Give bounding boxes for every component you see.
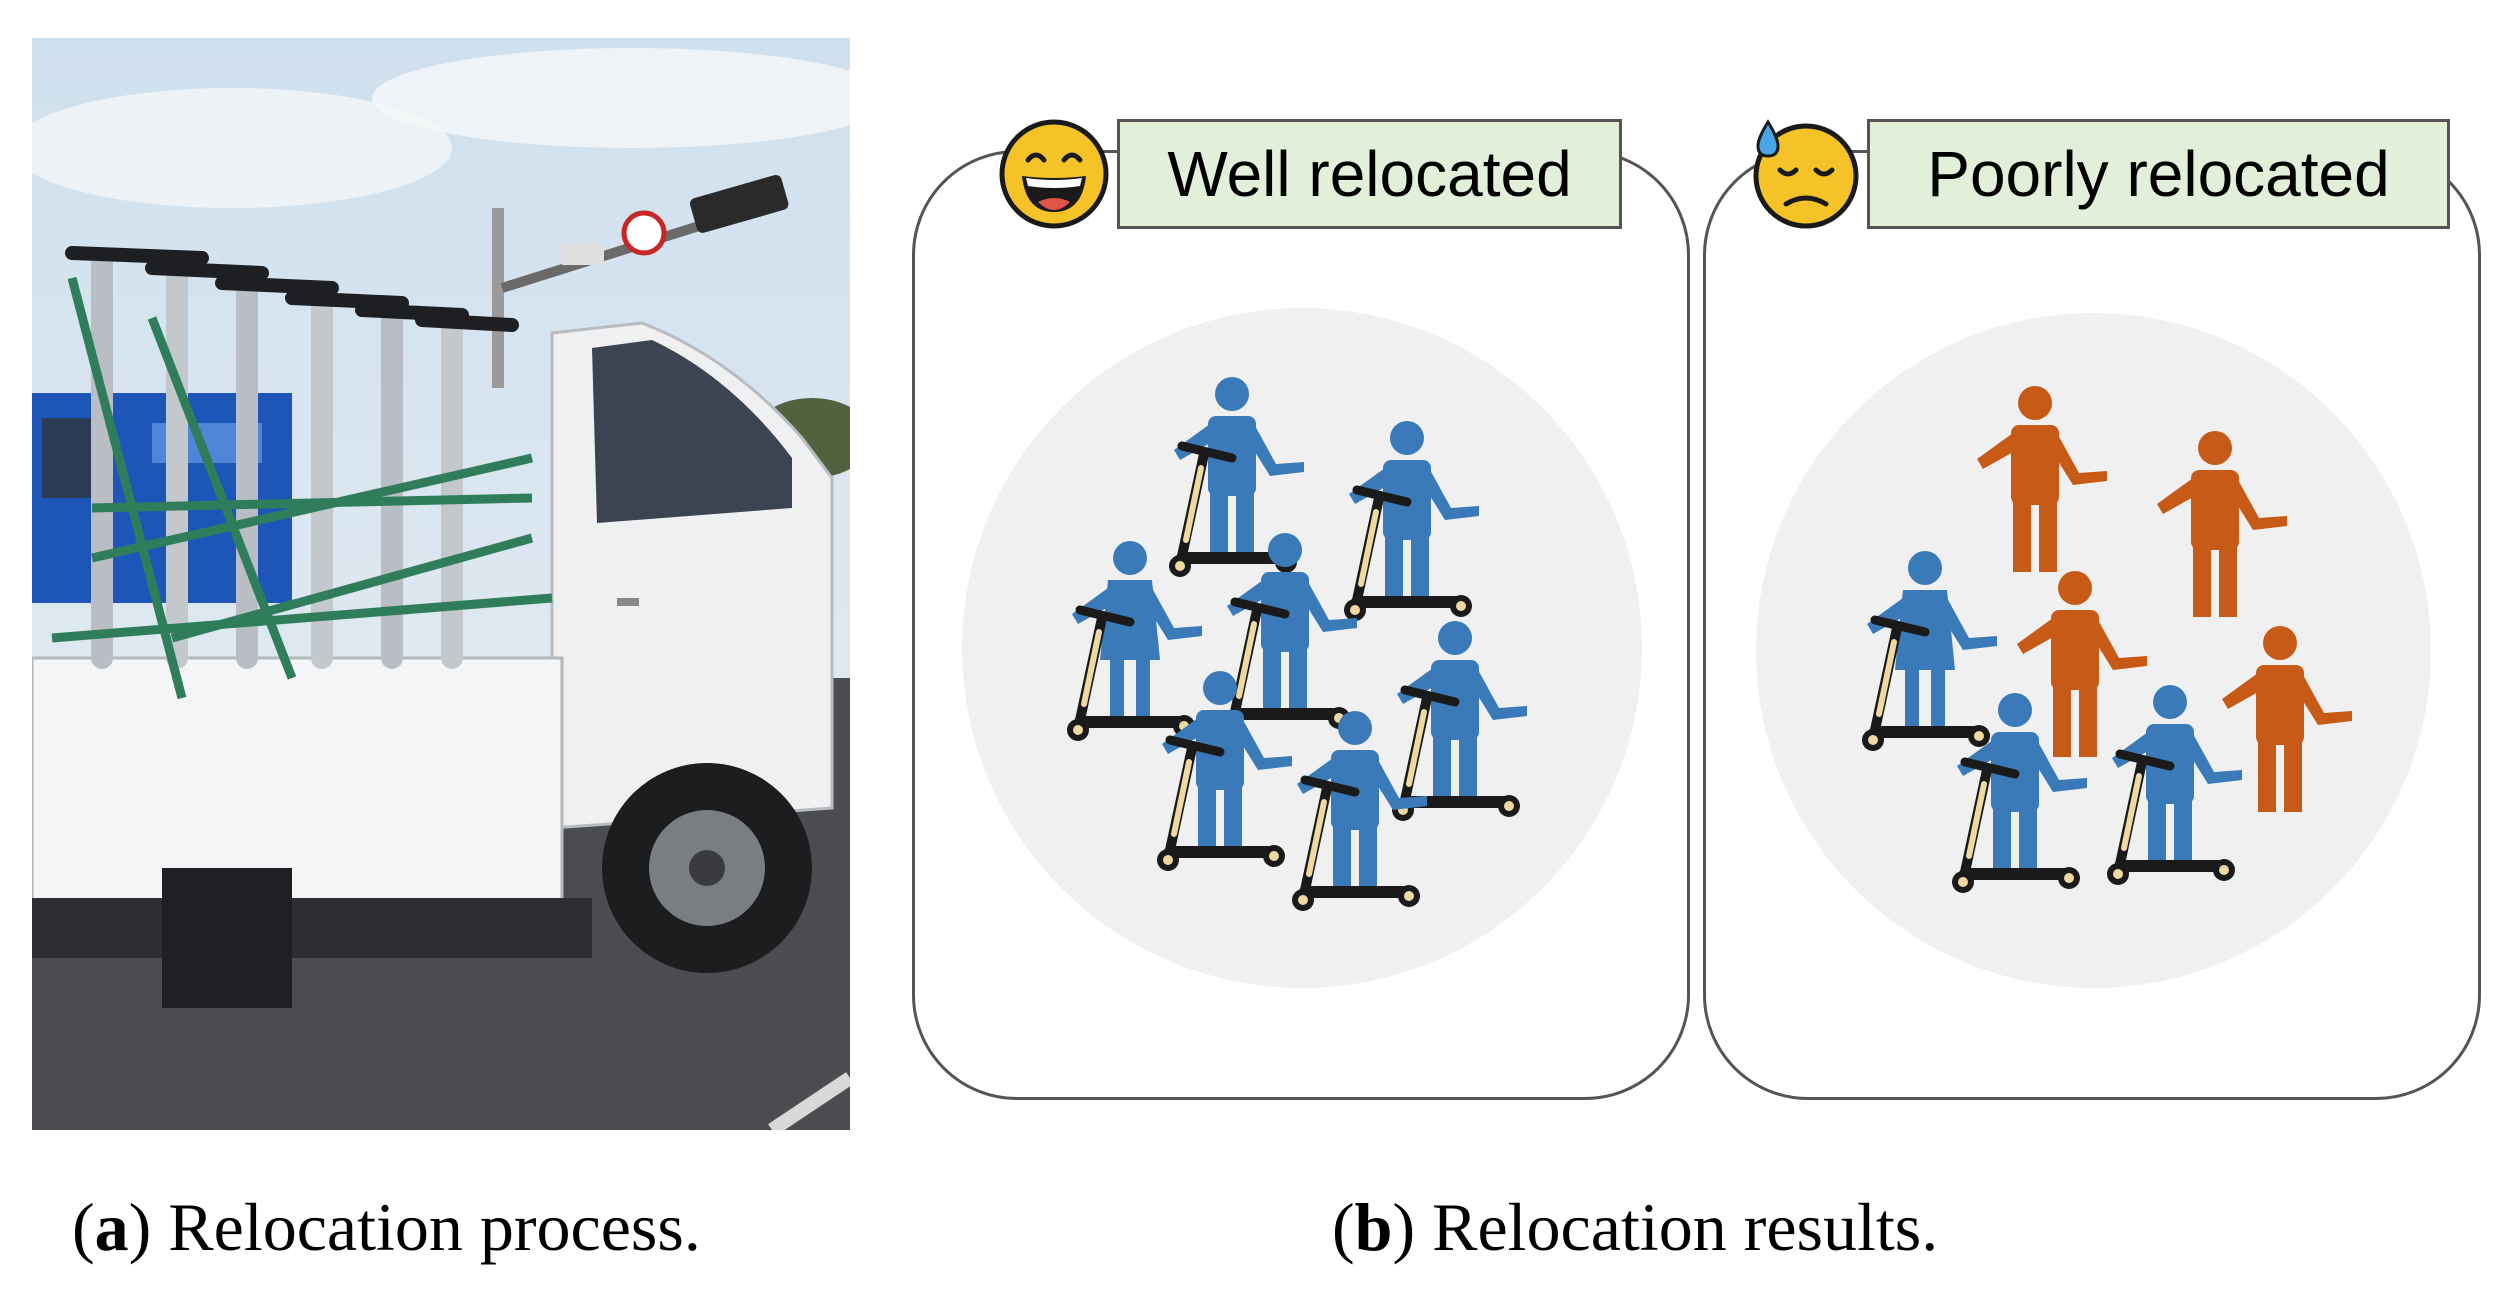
poor-person-without-scooter <box>2222 626 2352 812</box>
poor-person-without-scooter <box>1977 386 2107 572</box>
downcast-face-with-sweat-icon <box>1753 119 1859 229</box>
caption-a-text: ) Relocation process. <box>128 1189 701 1265</box>
caption-b: (b) Relocation results. <box>1332 1189 1939 1265</box>
caption-a: (a) Relocation process. <box>72 1189 701 1265</box>
well-person-with-scooter <box>1169 377 1304 577</box>
poor-person-without-scooter <box>2157 431 2287 617</box>
caption-b-text: ) Relocation results. <box>1392 1189 1939 1265</box>
well-person-with-scooter <box>1157 671 1292 871</box>
poor-person-with-scooter <box>2107 685 2242 885</box>
caption-a-letter: a <box>94 1189 129 1265</box>
well-person-with-scooter <box>1222 533 1357 733</box>
relocation-truck-photo <box>32 38 850 1130</box>
poor-person-with-scooter <box>1862 551 1997 751</box>
well-person-with-scooter <box>1292 711 1427 911</box>
grinning-face-icon <box>999 119 1109 229</box>
well-person-with-scooter <box>1344 421 1479 621</box>
poor-person-without-scooter <box>2017 571 2147 757</box>
well-person-with-scooter <box>1067 541 1202 741</box>
caption-b-letter: b <box>1354 1189 1393 1265</box>
poorly-relocated-label: Poorly relocated <box>1867 119 2450 229</box>
well-person-with-scooter <box>1392 621 1527 821</box>
well-relocated-label: Well relocated <box>1117 119 1622 229</box>
poor-person-with-scooter <box>1952 693 2087 893</box>
